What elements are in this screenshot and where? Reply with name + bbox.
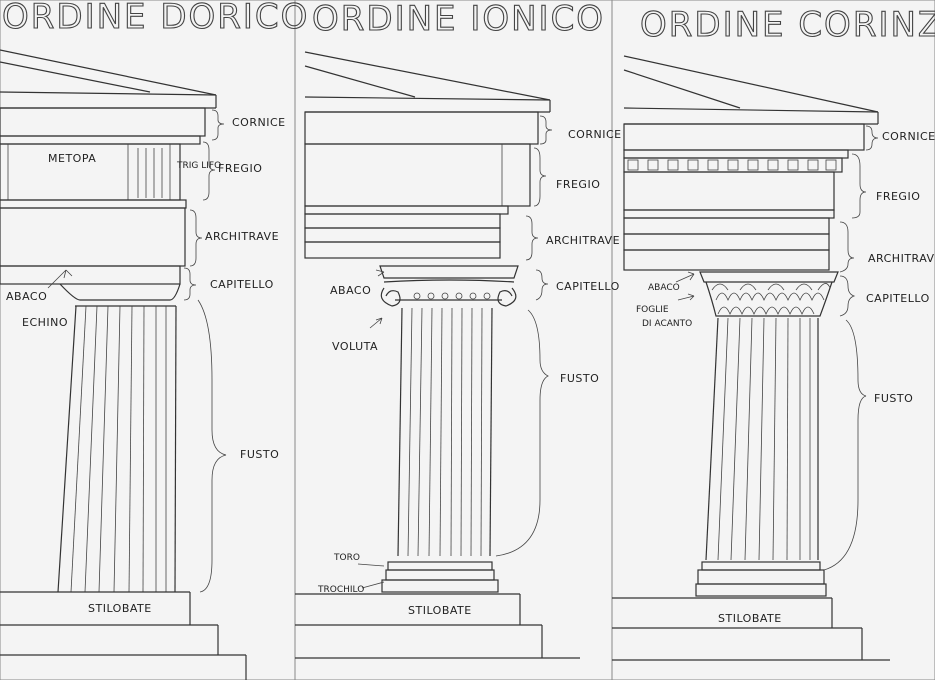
sheet-doric [0, 0, 306, 680]
sheet-ionic [294, 0, 626, 680]
doric-label-metopa: METOPA [48, 152, 96, 165]
corinthian-label-acanto: DI ACANTO [642, 319, 692, 329]
ionic-architrave [304, 205, 509, 259]
ionic-label-voluta: VOLUTA [332, 340, 378, 353]
ionic-label-abaco: ABACO [330, 284, 371, 297]
doric-order: METOPA [0, 49, 286, 680]
ionic-label-architrave: ARCHITRAVE [546, 234, 620, 247]
doric-stylobate [0, 591, 247, 680]
corinthian-label-architrave: ARCHITRAVE [868, 252, 935, 265]
doric-label-architrave: ARCHITRAVE [205, 230, 279, 243]
doric-shaft [57, 305, 177, 593]
title-corinthian: ORDINE CORINZIO [640, 5, 935, 45]
corinthian-braces [675, 125, 879, 571]
ionic-label-fregio: FREGIO [556, 178, 600, 191]
ionic-base [381, 561, 499, 593]
doric-label-echino: ECHINO [22, 316, 68, 329]
doric-label-cornice: CORNICE [232, 116, 286, 129]
doric-label-fusto: FUSTO [240, 448, 279, 461]
ionic-capital [379, 265, 519, 307]
doric-frieze: METOPA [0, 135, 201, 201]
title-ionic: ORDINE IONICO [312, 0, 605, 39]
corinthian-stylobate [612, 597, 890, 661]
corinthian-label-stilobate: STILOBATE [718, 612, 782, 625]
doric-pediment [0, 49, 217, 137]
doric-label-stilobate: STILOBATE [88, 602, 152, 615]
ionic-shaft [397, 307, 493, 557]
doric-capital [0, 265, 181, 307]
ionic-label-cornice: CORNICE [568, 128, 622, 141]
corinthian-dentils [627, 159, 837, 171]
doric-label-capitello: CAPITELLO [210, 278, 274, 291]
ionic-label-capitello: CAPITELLO [556, 280, 620, 293]
corinthian-architrave [623, 209, 835, 271]
corinthian-label-abaco: ABACO [648, 283, 680, 293]
corinthian-capital [699, 271, 839, 317]
doric-braces [47, 109, 227, 593]
ionic-pediment [304, 51, 551, 145]
corinthian-label-fusto: FUSTO [874, 392, 913, 405]
corinthian-base [695, 561, 827, 597]
ionic-label-trochilo: TROCHILO [317, 585, 364, 595]
ionic-label-fusto: FUSTO [560, 372, 599, 385]
corinthian-order: CORNICE FREGIO ARCHITRAVE CAPITELLO ABAC… [612, 55, 935, 661]
corinthian-label-foglie: FOGLIE [636, 305, 669, 315]
doric-label-triglifo: TRIG LIFO [176, 161, 221, 171]
doric-label-fregio: FREGIO [218, 162, 262, 175]
corinthian-label-capitello: CAPITELLO [866, 292, 930, 305]
ionic-stylobate [295, 593, 580, 659]
ionic-label-toro: TORO [333, 553, 360, 563]
corinthian-label-cornice: CORNICE [882, 130, 935, 143]
title-doric: ORDINE DORICO [2, 0, 309, 37]
corinthian-label-fregio: FREGIO [876, 190, 920, 203]
doric-label-abaco: ABACO [6, 290, 47, 303]
ionic-braces [357, 115, 553, 589]
corinthian-shaft [705, 317, 819, 561]
ionic-label-stilobate: STILOBATE [408, 604, 472, 617]
ionic-order: CORNICE FREGIO ARCHITRAVE CAPITELLO ABAC… [295, 51, 622, 659]
sheet-corinthian [611, 0, 935, 680]
